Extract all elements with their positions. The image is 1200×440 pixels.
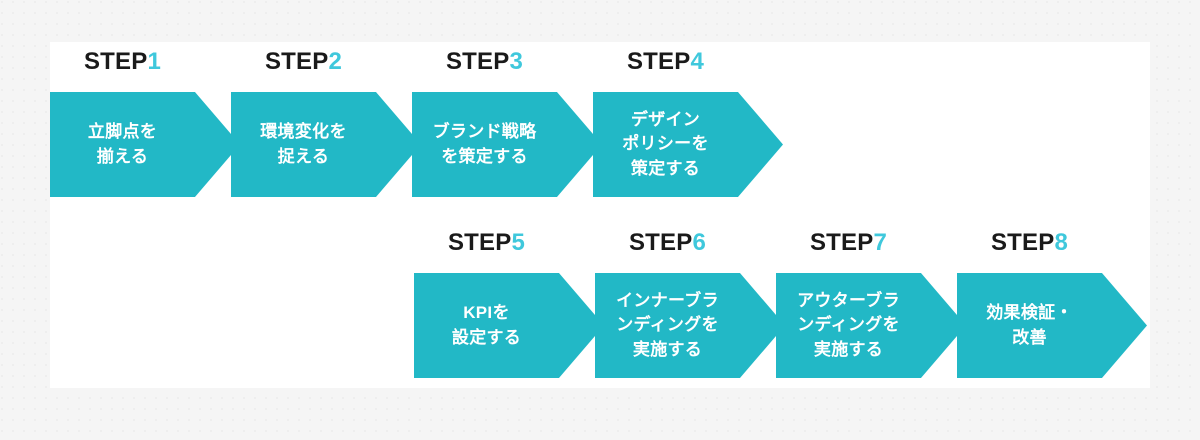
chevron-arrow-icon-1 [50,92,240,197]
step-label-number: 4 [690,48,705,75]
step-label-2: STEP2 [231,50,376,74]
step-label-number: 8 [1054,229,1069,256]
step-label-3: STEP3 [412,50,557,74]
chevron-arrow-icon-6 [595,273,785,378]
chevron-arrow-icon-4 [593,92,783,197]
step-label-number: 2 [328,48,343,75]
step-label-7: STEP7 [776,231,921,255]
step-label-prefix: STEP [447,229,512,256]
chevron-arrow-icon-2 [231,92,421,197]
step-label-prefix: STEP [445,48,510,75]
step-label-6: STEP6 [595,231,740,255]
step-label-prefix: STEP [990,229,1055,256]
step-label-1: STEP1 [50,50,195,74]
step-label-5: STEP5 [414,231,559,255]
step-label-prefix: STEP [83,48,148,75]
step-label-number: 3 [509,48,524,75]
step-label-8: STEP8 [957,231,1102,255]
step-label-number: 1 [147,48,162,75]
chevron-arrow-icon-5 [414,273,604,378]
step-label-number: 5 [511,229,526,256]
step-label-prefix: STEP [628,229,693,256]
step-label-prefix: STEP [264,48,329,75]
chevron-arrow-icon-7 [776,273,966,378]
step-label-prefix: STEP [809,229,874,256]
step-label-number: 7 [873,229,888,256]
chevron-arrow-icon-8 [957,273,1147,378]
step-label-4: STEP4 [593,50,738,74]
step-label-prefix: STEP [626,48,691,75]
step-label-number: 6 [692,229,707,256]
chevron-arrow-icon-3 [412,92,602,197]
